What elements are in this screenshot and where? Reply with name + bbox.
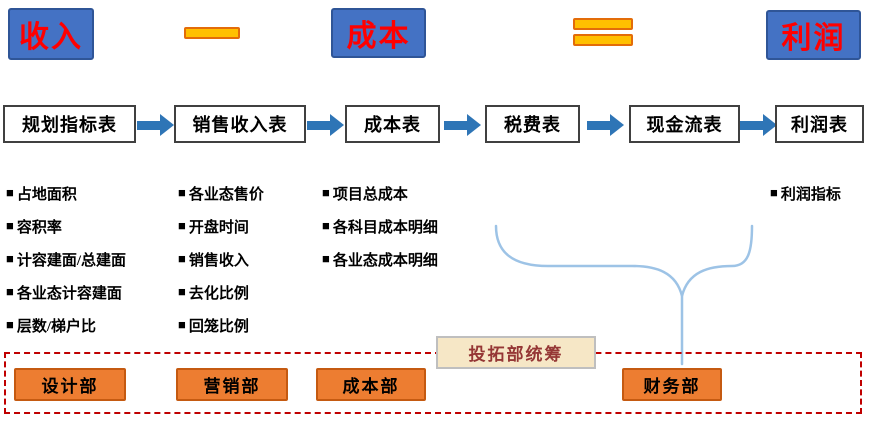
profit-metrics-list: ■ 利润指标 (770, 183, 841, 216)
square-bullet-icon: ■ (6, 251, 14, 266)
equals-bar-top (573, 18, 633, 30)
dept-finance: 财务部 (622, 368, 722, 401)
arrow-bar (587, 120, 610, 130)
income-box: 收入 (8, 8, 94, 60)
list-item: ■ 各业态售价 (178, 183, 264, 203)
list-item: ■ 销售收入 (178, 249, 264, 269)
bullet-text: 容积率 (16, 219, 62, 236)
bullet-text: 占地面积 (16, 186, 77, 203)
bullet-text: 各科目成本明细 (332, 219, 438, 236)
list-item: ■ 层数/梯户比 (6, 315, 126, 335)
flow-arrow-icon (444, 114, 481, 136)
flow-arrow-icon (137, 114, 174, 136)
planning-metrics-list: ■ 占地面积 ■ 容积率 ■ 计容建面/总建面 ■ 各业态计容建面 ■ 层数/梯… (6, 183, 126, 348)
list-item: ■ 占地面积 (6, 183, 126, 203)
curly-brace-icon (494, 224, 754, 297)
list-item: ■ 利润指标 (770, 183, 841, 203)
flow-arrow-icon (307, 114, 344, 136)
dept-design: 设计部 (14, 368, 126, 401)
square-bullet-icon: ■ (770, 185, 778, 200)
bullet-text: 回笼比例 (188, 318, 249, 335)
bullet-text: 开盘时间 (188, 219, 249, 236)
bullet-text: 各业态成本明细 (332, 252, 438, 269)
list-item: ■ 回笼比例 (178, 315, 264, 335)
coordinator-box: 投拓部统筹 (436, 336, 596, 369)
bullet-text: 项目总成本 (332, 186, 408, 203)
sales-metrics-list: ■ 各业态售价 ■ 开盘时间 ■ 销售收入 ■ 去化比例 ■ 回笼比例 (178, 183, 264, 348)
flow-box-cost: 成本表 (345, 105, 440, 143)
arrow-head (610, 114, 624, 136)
list-item: ■ 各业态计容建面 (6, 282, 126, 302)
flow-box-sales-revenue: 销售收入表 (174, 105, 306, 143)
minus-operator (184, 27, 240, 39)
list-item: ■ 各科目成本明细 (322, 216, 438, 236)
flow-box-planning-indicators: 规划指标表 (3, 105, 136, 143)
equals-bar-bottom (573, 34, 633, 46)
arrow-bar (444, 120, 467, 130)
square-bullet-icon: ■ (178, 284, 186, 299)
list-item: ■ 去化比例 (178, 282, 264, 302)
bullet-text: 销售收入 (188, 252, 249, 269)
list-item: ■ 各业态成本明细 (322, 249, 438, 269)
arrow-bar (307, 120, 330, 130)
square-bullet-icon: ■ (6, 218, 14, 233)
flow-arrow-icon (740, 114, 777, 136)
cost-metrics-list: ■ 项目总成本 ■ 各科目成本明细 ■ 各业态成本明细 (322, 183, 438, 282)
arrow-head (160, 114, 174, 136)
bullet-text: 去化比例 (188, 285, 249, 302)
department-boundary (4, 352, 862, 414)
list-item: ■ 项目总成本 (322, 183, 438, 203)
square-bullet-icon: ■ (178, 251, 186, 266)
arrow-bar (740, 120, 763, 130)
flow-box-profit: 利润表 (775, 105, 864, 143)
flow-box-cash-flow: 现金流表 (629, 105, 740, 143)
bullet-text: 层数/梯户比 (16, 318, 97, 335)
flow-arrow-icon (587, 114, 624, 136)
dept-cost: 成本部 (316, 368, 426, 401)
cost-box: 成本 (331, 8, 426, 58)
bullet-text: 各业态计容建面 (16, 285, 122, 302)
dept-marketing: 营销部 (176, 368, 288, 401)
profit-box: 利润 (766, 10, 861, 60)
square-bullet-icon: ■ (6, 284, 14, 299)
arrow-head (330, 114, 344, 136)
bullet-text: 计容建面/总建面 (16, 252, 127, 269)
square-bullet-icon: ■ (178, 317, 186, 332)
list-item: ■ 计容建面/总建面 (6, 249, 126, 269)
arrow-head (467, 114, 481, 136)
arrow-head (763, 114, 777, 136)
square-bullet-icon: ■ (178, 218, 186, 233)
arrow-bar (137, 120, 160, 130)
list-item: ■ 开盘时间 (178, 216, 264, 236)
square-bullet-icon: ■ (6, 317, 14, 332)
square-bullet-icon: ■ (322, 185, 330, 200)
bullet-text: 各业态售价 (188, 186, 264, 203)
list-item: ■ 容积率 (6, 216, 126, 236)
flow-box-tax: 税费表 (485, 105, 580, 143)
square-bullet-icon: ■ (322, 251, 330, 266)
square-bullet-icon: ■ (6, 185, 14, 200)
square-bullet-icon: ■ (322, 218, 330, 233)
bullet-text: 利润指标 (780, 186, 841, 203)
square-bullet-icon: ■ (178, 185, 186, 200)
